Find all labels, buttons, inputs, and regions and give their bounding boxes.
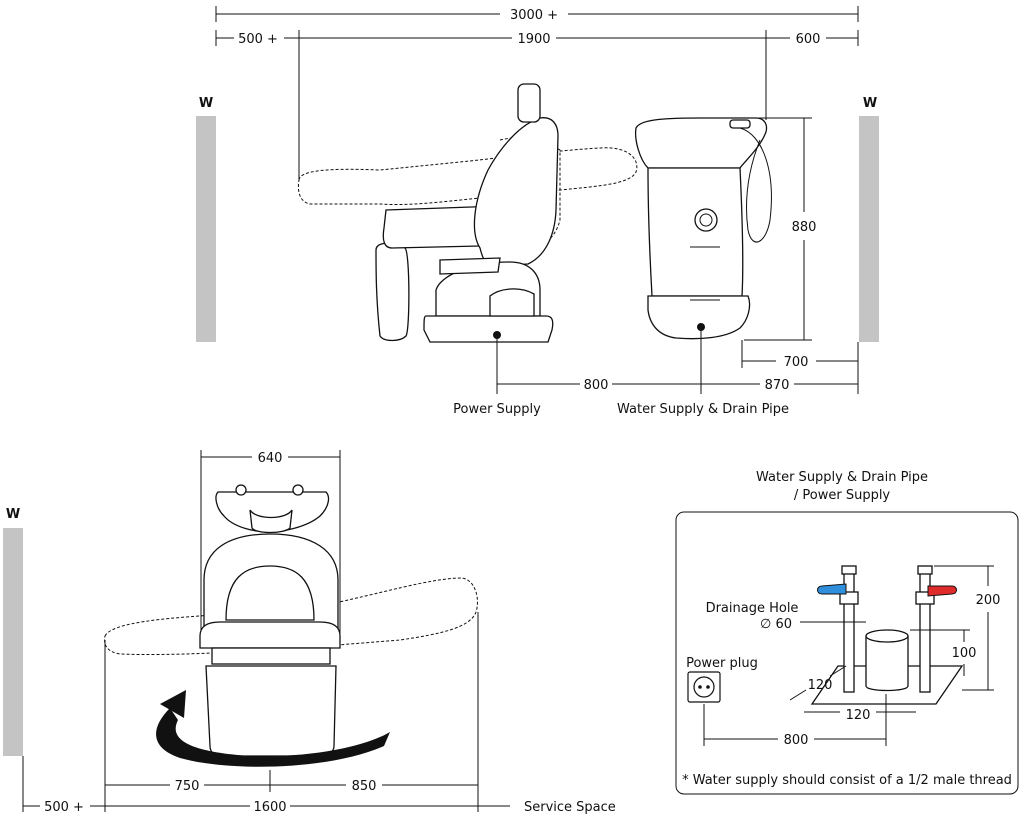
dim-right-part-text: 850 [352,779,377,794]
dim-drain-height-text: 100 [952,646,977,661]
dim-total-side-text: 3000 + [510,8,558,23]
reclined-backrest-outline [499,137,561,251]
dim-right-clear-text: 600 [796,32,821,47]
dim-chair-len-text: 1900 [517,32,550,47]
dim-to-plug-text: 800 [784,733,809,748]
dim-depth-text: 120 [808,678,833,693]
chair-side [375,83,559,343]
front-wall-label: W [6,507,20,522]
dim-pipe-height: 200 [934,565,1001,691]
dim-drain-wall-b-text: 870 [765,378,790,393]
dim-row-2: 500 + 1900 600 [215,30,859,180]
power-plug-label: Power plug [686,656,758,671]
right-wall-label: W [863,96,877,111]
dim-bottom-side: 800 870 [496,330,859,394]
shampoo-basin-side [634,117,772,340]
dim-left-part-text: 750 [175,779,200,794]
dim-power-drain-text: 800 [584,378,609,393]
dim-basin-width: 640 [200,450,341,640]
dim-front-total-text: 1600 [253,800,286,815]
reclined-chair-front-outline [104,577,478,656]
dim-basin-width-text: 640 [258,451,283,466]
water-drain-point [697,323,705,331]
service-space-label: Service Space [524,800,616,815]
dim-basin-height: 880 [744,117,817,341]
detail-title-2: / Power Supply [794,488,891,503]
left-wall-label: W [199,96,213,111]
thread-note: * Water supply should consist of a 1/2 m… [682,773,1012,788]
dim-drain-wall-a-text: 700 [784,355,809,370]
hot-pipe [915,565,957,693]
dim-basin-height-text: 880 [792,220,817,235]
dim-left-clear-text: 500 + [238,32,278,47]
dim-depth: 120 [789,665,847,701]
power-supply-point [493,331,501,339]
dim-width-text: 120 [846,708,871,723]
cold-valve-handle [817,583,847,595]
drain-cylinder [865,629,909,692]
dim-front-left-clear-text: 500 + [44,800,84,815]
power-supply-label: Power Supply [453,402,541,417]
dim-total-side: 3000 + [215,6,859,23]
power-plug-icon [687,671,721,703]
dim-drain-height: 100 [910,629,977,676]
water-drain-label: Water Supply & Drain Pipe [617,402,789,417]
drainage-size-label: ∅ 60 [760,617,792,632]
right-wall [859,116,879,342]
rotation-arrow-head [160,690,186,718]
dim-to-plug: 800 [703,694,887,748]
cold-pipe [817,565,859,693]
dim-drain-wall-a: 700 [741,340,859,370]
hot-valve-handle [927,585,957,597]
left-wall [196,116,216,342]
detail-title-1: Water Supply & Drain Pipe [756,470,928,485]
dim-front-parts: 750 850 [104,612,479,812]
rotation-arrow [156,708,390,767]
drainage-hole-label: Drainage Hole [706,601,799,616]
front-wall [3,528,23,756]
dim-pipe-height-text: 200 [976,593,1001,608]
chair-front [199,484,341,757]
dim-front-total: 500 + 1600 Service Space [22,756,616,815]
dim-width: 120 [804,708,916,723]
reclined-chair-outline [297,147,638,206]
